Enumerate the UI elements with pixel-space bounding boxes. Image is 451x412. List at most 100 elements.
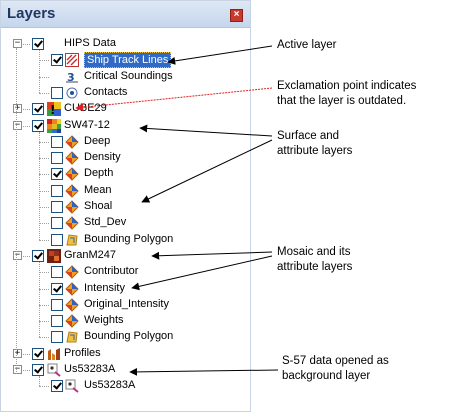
layer-label[interactable]: Density — [84, 151, 121, 164]
layer-label[interactable]: Contributor — [84, 265, 139, 278]
tree-layer-row[interactable]: Mean — [1, 183, 250, 199]
visibility-checkbox[interactable] — [51, 298, 63, 311]
tree-layer-row[interactable]: Depth — [1, 166, 250, 182]
visibility-checkbox[interactable] — [51, 331, 63, 344]
annotation-surface-line2: attribute layers — [277, 145, 353, 157]
tree-connector — [39, 174, 49, 176]
tree-group-row[interactable]: + Profiles — [1, 346, 250, 362]
attribute-layer-icon — [65, 298, 79, 312]
layer-label[interactable]: Bounding Polygon — [84, 232, 174, 245]
visibility-checkbox[interactable] — [32, 119, 44, 132]
visibility-checkbox[interactable] — [32, 347, 44, 360]
layer-label[interactable]: CUBE29 — [64, 102, 107, 115]
tree-layer-row[interactable]: 3 Critical Soundings — [1, 69, 250, 85]
layer-label[interactable]: Profiles — [64, 346, 101, 359]
tree-connector — [39, 60, 49, 62]
tree-layer-row[interactable]: Contributor — [1, 264, 250, 280]
layer-label[interactable]: Us53283A — [84, 379, 136, 392]
annotation-surface-line1: Surface and — [277, 130, 340, 142]
tree-layer-row[interactable]: Intensity — [1, 281, 250, 297]
visibility-checkbox[interactable] — [51, 217, 63, 230]
tree-child-spine — [39, 50, 40, 93]
visibility-checkbox[interactable] — [51, 54, 63, 67]
tree-connector — [39, 158, 49, 160]
visibility-checkbox[interactable] — [32, 364, 44, 376]
tree-layer-row[interactable]: Ship Track Lines — [1, 52, 250, 69]
visibility-checkbox[interactable] — [51, 266, 63, 279]
layer-label[interactable]: Shoal — [84, 200, 113, 212]
tree-connector — [39, 141, 49, 143]
visibility-checkbox[interactable] — [51, 86, 63, 99]
tree-layer-row[interactable]: Deep — [1, 134, 250, 150]
layer-label[interactable]: Deep — [84, 134, 111, 147]
surface-grid-icon — [47, 118, 61, 133]
layer-label[interactable]: Original_Intensity — [84, 297, 169, 310]
polygon-icon — [65, 233, 79, 247]
layer-label[interactable]: HIPS Data — [64, 37, 116, 49]
tree-layer-row[interactable]: Bounding Polygon — [1, 329, 250, 345]
visibility-checkbox[interactable] — [32, 38, 44, 50]
layer-label[interactable]: Ship Track Lines — [84, 52, 172, 69]
visibility-checkbox[interactable] — [51, 282, 63, 295]
tree-layer-row[interactable]: Density — [1, 150, 250, 166]
visibility-checkbox[interactable] — [32, 103, 44, 116]
annotation-s57-line2: background layer — [282, 370, 371, 382]
visibility-checkbox[interactable] — [51, 380, 63, 393]
arrow-mosaic-to-attributes — [131, 255, 273, 291]
tree-group-row[interactable]: − GranM247 — [1, 248, 250, 264]
visibility-checkbox[interactable] — [51, 152, 63, 165]
expand-icon[interactable]: + — [13, 347, 22, 358]
visibility-checkbox[interactable] — [51, 135, 63, 148]
svg-text:!: ! — [50, 103, 55, 116]
layer-label[interactable]: Std_Dev — [84, 216, 127, 229]
tree-layer-row[interactable]: Bounding Polygon — [1, 232, 250, 248]
tree-layer-row[interactable]: Weights — [1, 313, 250, 329]
tree-connector — [39, 304, 49, 306]
collapse-icon[interactable]: − — [13, 119, 22, 130]
tree-group-row[interactable]: − HIPS Data — [1, 36, 250, 52]
tree-connector — [39, 76, 49, 78]
s57-icon — [65, 379, 79, 394]
tree-group-row[interactable]: +! CUBE29 — [1, 101, 250, 117]
collapse-icon[interactable]: − — [13, 249, 22, 260]
tree-layer-row[interactable]: Shoal — [1, 199, 250, 215]
layer-label[interactable]: Weights — [84, 314, 124, 327]
collapse-icon[interactable]: − — [13, 364, 22, 374]
tree-connector — [23, 353, 30, 355]
tree-layer-row[interactable]: Contacts — [1, 85, 250, 101]
tree-layer-row[interactable]: Std_Dev — [1, 215, 250, 231]
svg-text:3: 3 — [67, 71, 75, 84]
mosaic-icon — [47, 248, 61, 263]
layer-label[interactable]: Us53283A — [64, 363, 116, 375]
collapse-icon[interactable]: − — [13, 38, 22, 48]
visibility-checkbox[interactable] — [51, 201, 63, 213]
tree-connector — [39, 223, 49, 225]
visibility-checkbox[interactable] — [51, 315, 63, 328]
layer-label[interactable]: Critical Soundings — [84, 69, 173, 82]
layer-label[interactable]: Mean — [84, 183, 112, 196]
tree-group-row[interactable]: − Us53283A — [1, 362, 250, 378]
tree-group-row[interactable]: − SW47-12 — [1, 118, 250, 134]
layer-label[interactable]: Bounding Polygon — [84, 330, 174, 343]
tree-child-spine — [39, 131, 40, 240]
layer-label[interactable]: SW47-12 — [64, 118, 110, 131]
tree-connector — [23, 370, 30, 371]
layer-label[interactable]: GranM247 — [64, 248, 116, 261]
tree-connector — [39, 321, 49, 323]
visibility-checkbox[interactable] — [51, 233, 63, 246]
close-icon[interactable]: × — [230, 9, 243, 22]
tree-layer-row[interactable]: Us53283A — [1, 378, 250, 394]
panel-titlebar: Layers × — [1, 1, 250, 28]
layer-label[interactable]: Intensity — [84, 281, 125, 294]
expand-icon[interactable]: + — [13, 103, 22, 114]
visibility-checkbox[interactable] — [51, 184, 63, 197]
layer-label[interactable]: Depth — [84, 167, 114, 180]
visibility-checkbox[interactable] — [32, 249, 44, 262]
tree-connector — [39, 92, 49, 94]
layer-label[interactable]: Contacts — [84, 85, 128, 98]
arrow-mosaic-to-parent — [151, 251, 273, 260]
visibility-checkbox[interactable] — [51, 168, 63, 181]
tree-layer-row[interactable]: Original_Intensity — [1, 297, 250, 313]
s57-icon — [47, 363, 61, 377]
